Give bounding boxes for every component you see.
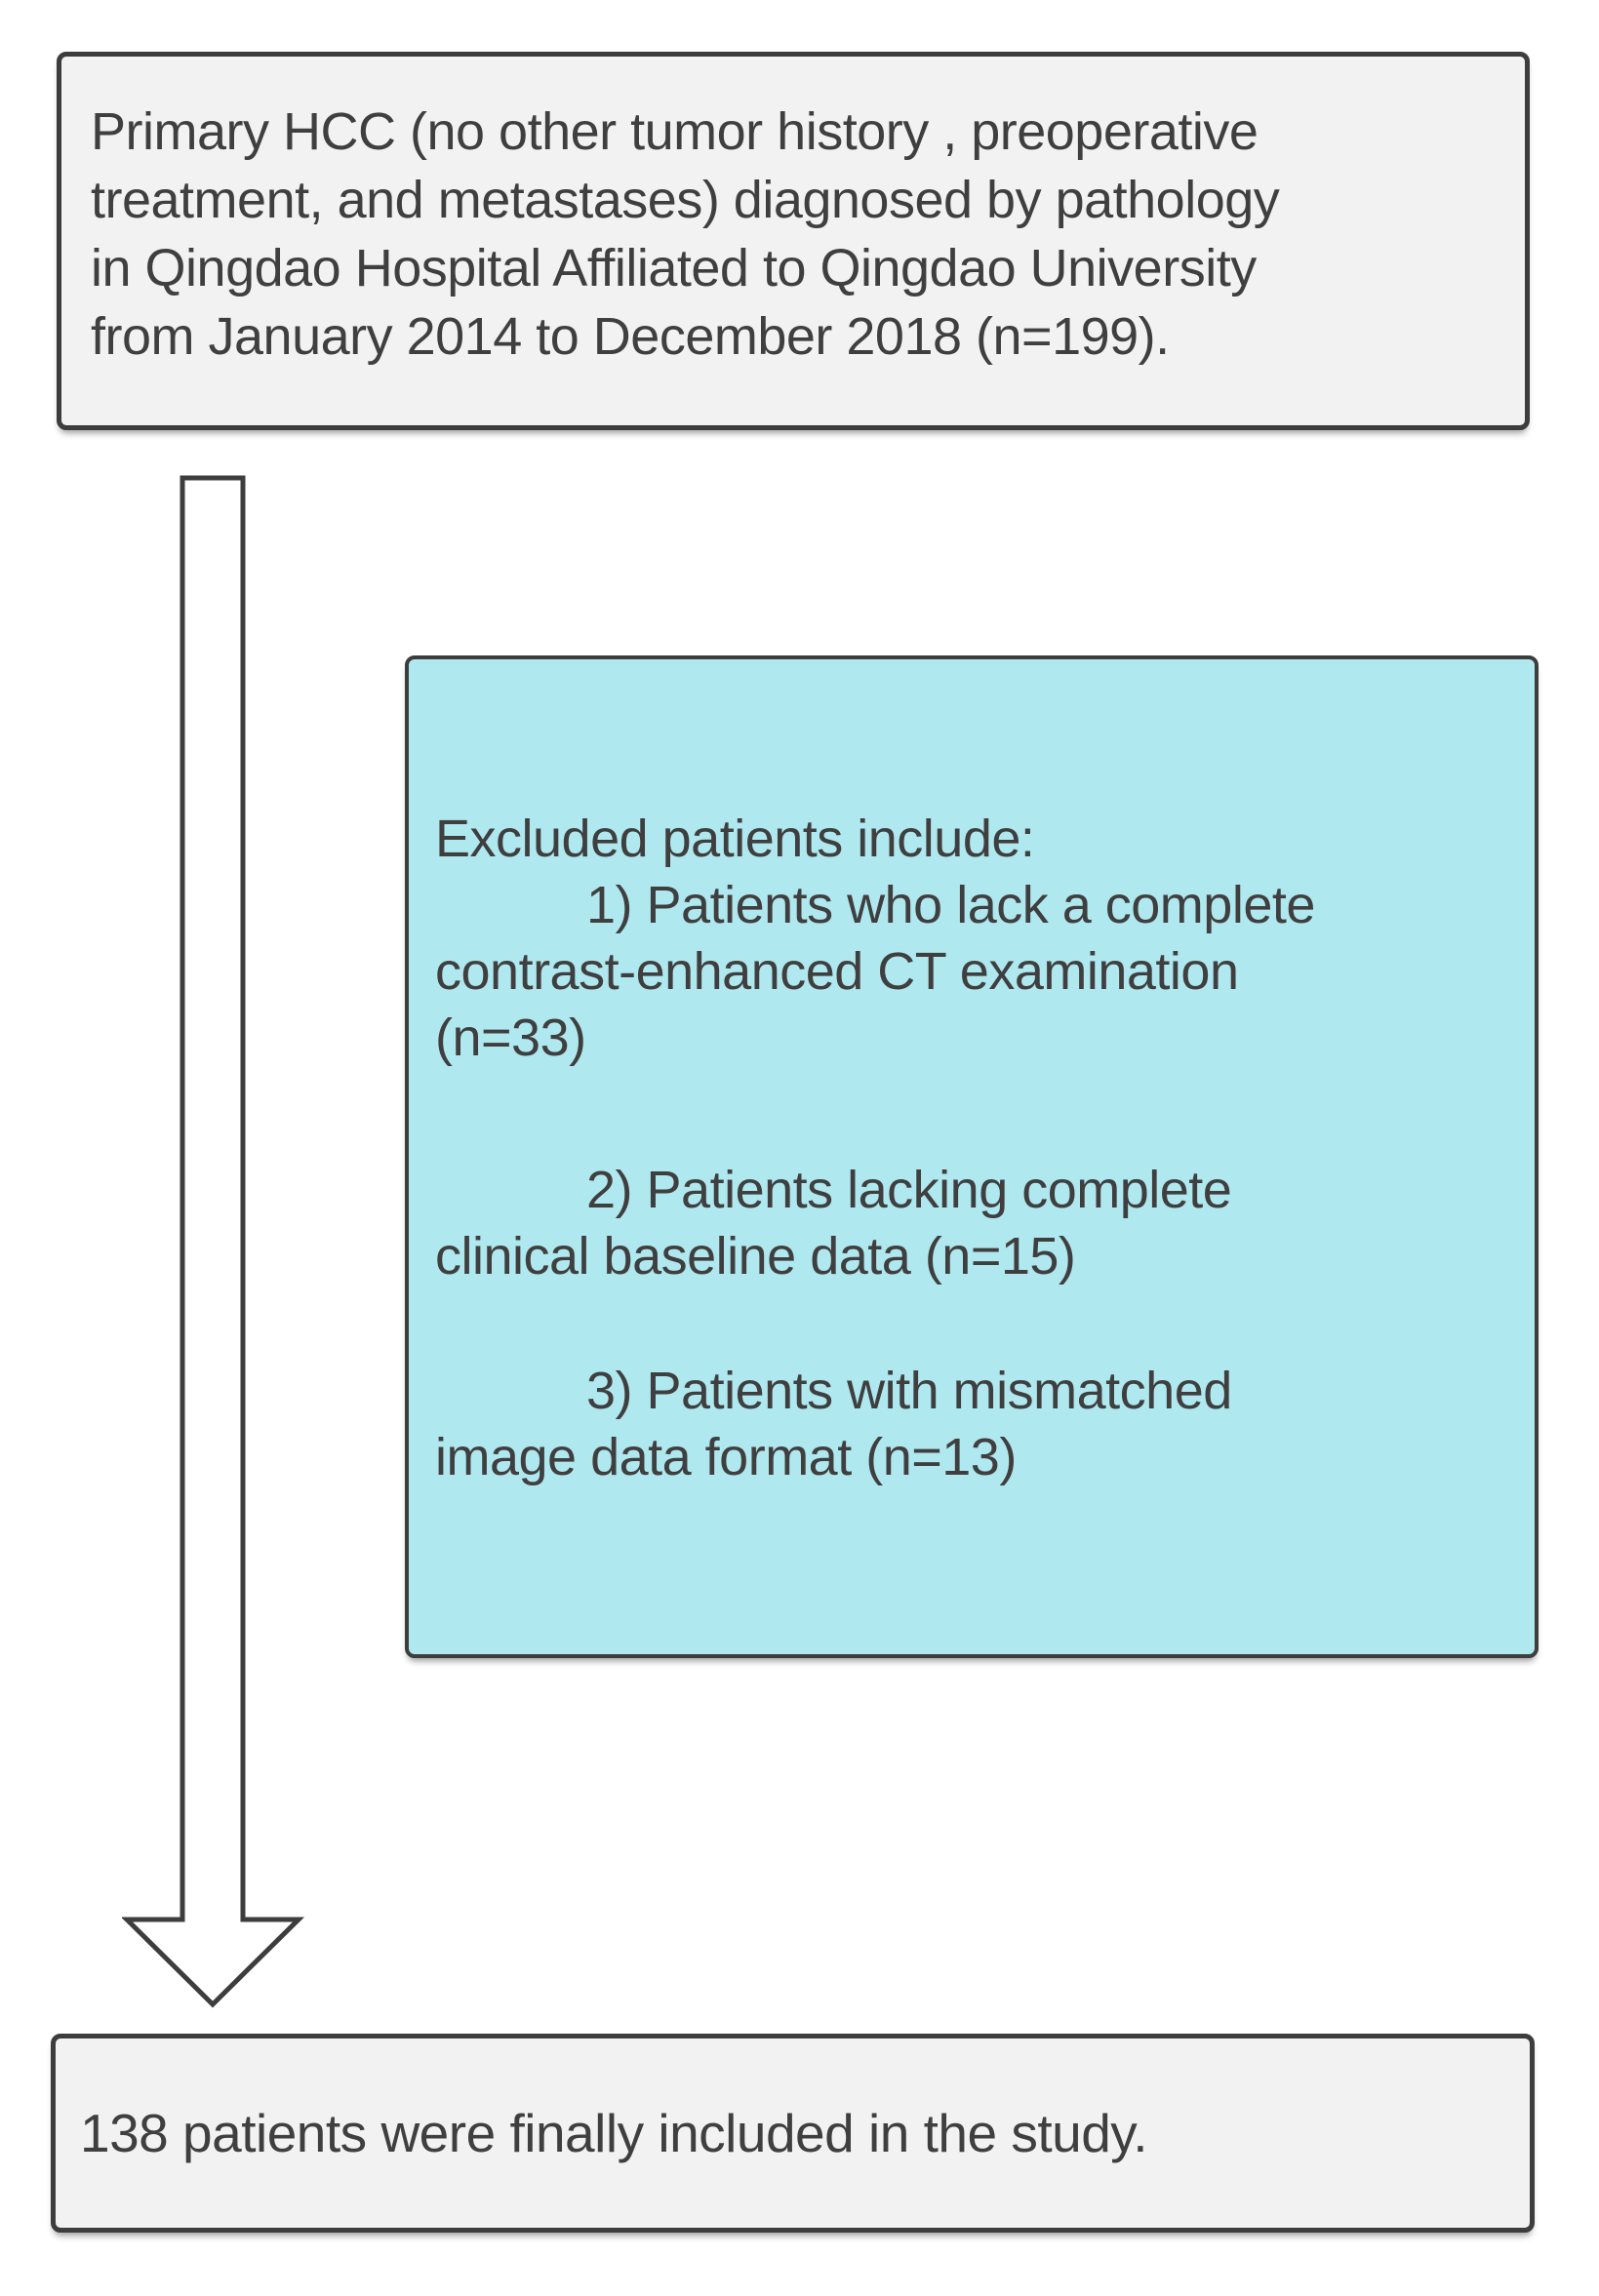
source-text-line: in Qingdao Hospital Affiliated to Qingda… [91, 239, 1257, 297]
source-population-box: Primary HCC (no other tumor history , pr… [57, 52, 1530, 430]
exclusion-item-line: (n=33) [435, 1009, 586, 1067]
exclusion-item: 2) Patients lacking complete clinical ba… [435, 1157, 1507, 1289]
final-cohort-box: 138 patients were finally included in th… [51, 2034, 1535, 2233]
exclusion-criteria-box: Excluded patients include: 1) Patients w… [405, 655, 1539, 1658]
exclusion-item: 1) Patients who lack a complete contrast… [435, 872, 1507, 1071]
exclusion-item-line: clinical baseline data (n=15) [435, 1227, 1076, 1286]
exclusion-item-line: image data format (n=13) [435, 1428, 1017, 1486]
exclusion-item-line: contrast-enhanced CT examination [435, 942, 1239, 1001]
exclusion-item-line: 3) Patients with mismatched [586, 1362, 1232, 1420]
flow-connector [120, 471, 307, 2012]
source-text-line: treatment, and metastases) diagnosed by … [91, 171, 1280, 229]
exclusion-item-line: 2) Patients lacking complete [586, 1161, 1232, 1219]
down-arrow-icon [120, 475, 305, 2008]
final-cohort-text: 138 patients were finally included in th… [80, 2103, 1148, 2163]
source-text-line: from January 2014 to December 2018 (n=19… [91, 307, 1170, 366]
source-text-line: Primary HCC (no other tumor history , pr… [91, 102, 1259, 161]
exclusion-title: Excluded patients include: [435, 810, 1035, 868]
exclusion-item: 3) Patients with mismatched image data f… [435, 1358, 1507, 1490]
exclusion-item-line: 1) Patients who lack a complete [586, 876, 1315, 934]
